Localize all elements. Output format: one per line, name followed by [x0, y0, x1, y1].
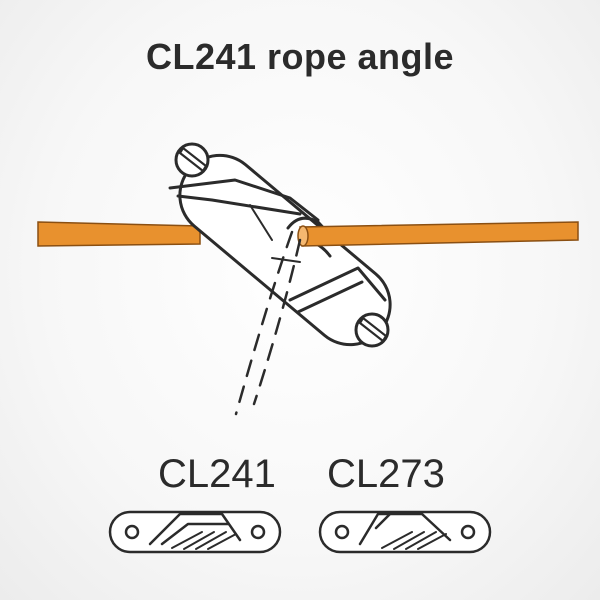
cleat-small-icon [318, 510, 492, 554]
screw-top [174, 142, 210, 178]
model-label-cl273: CL273 [327, 452, 445, 496]
screw-bottom [354, 312, 390, 348]
model-label-cl241: CL241 [158, 452, 276, 496]
cleat-small-icon [108, 510, 282, 554]
diagram-title: CL241 rope angle [145, 36, 455, 77]
rope-right [297, 221, 579, 247]
rope-left [37, 221, 201, 247]
rope-angle-lines [234, 230, 302, 416]
